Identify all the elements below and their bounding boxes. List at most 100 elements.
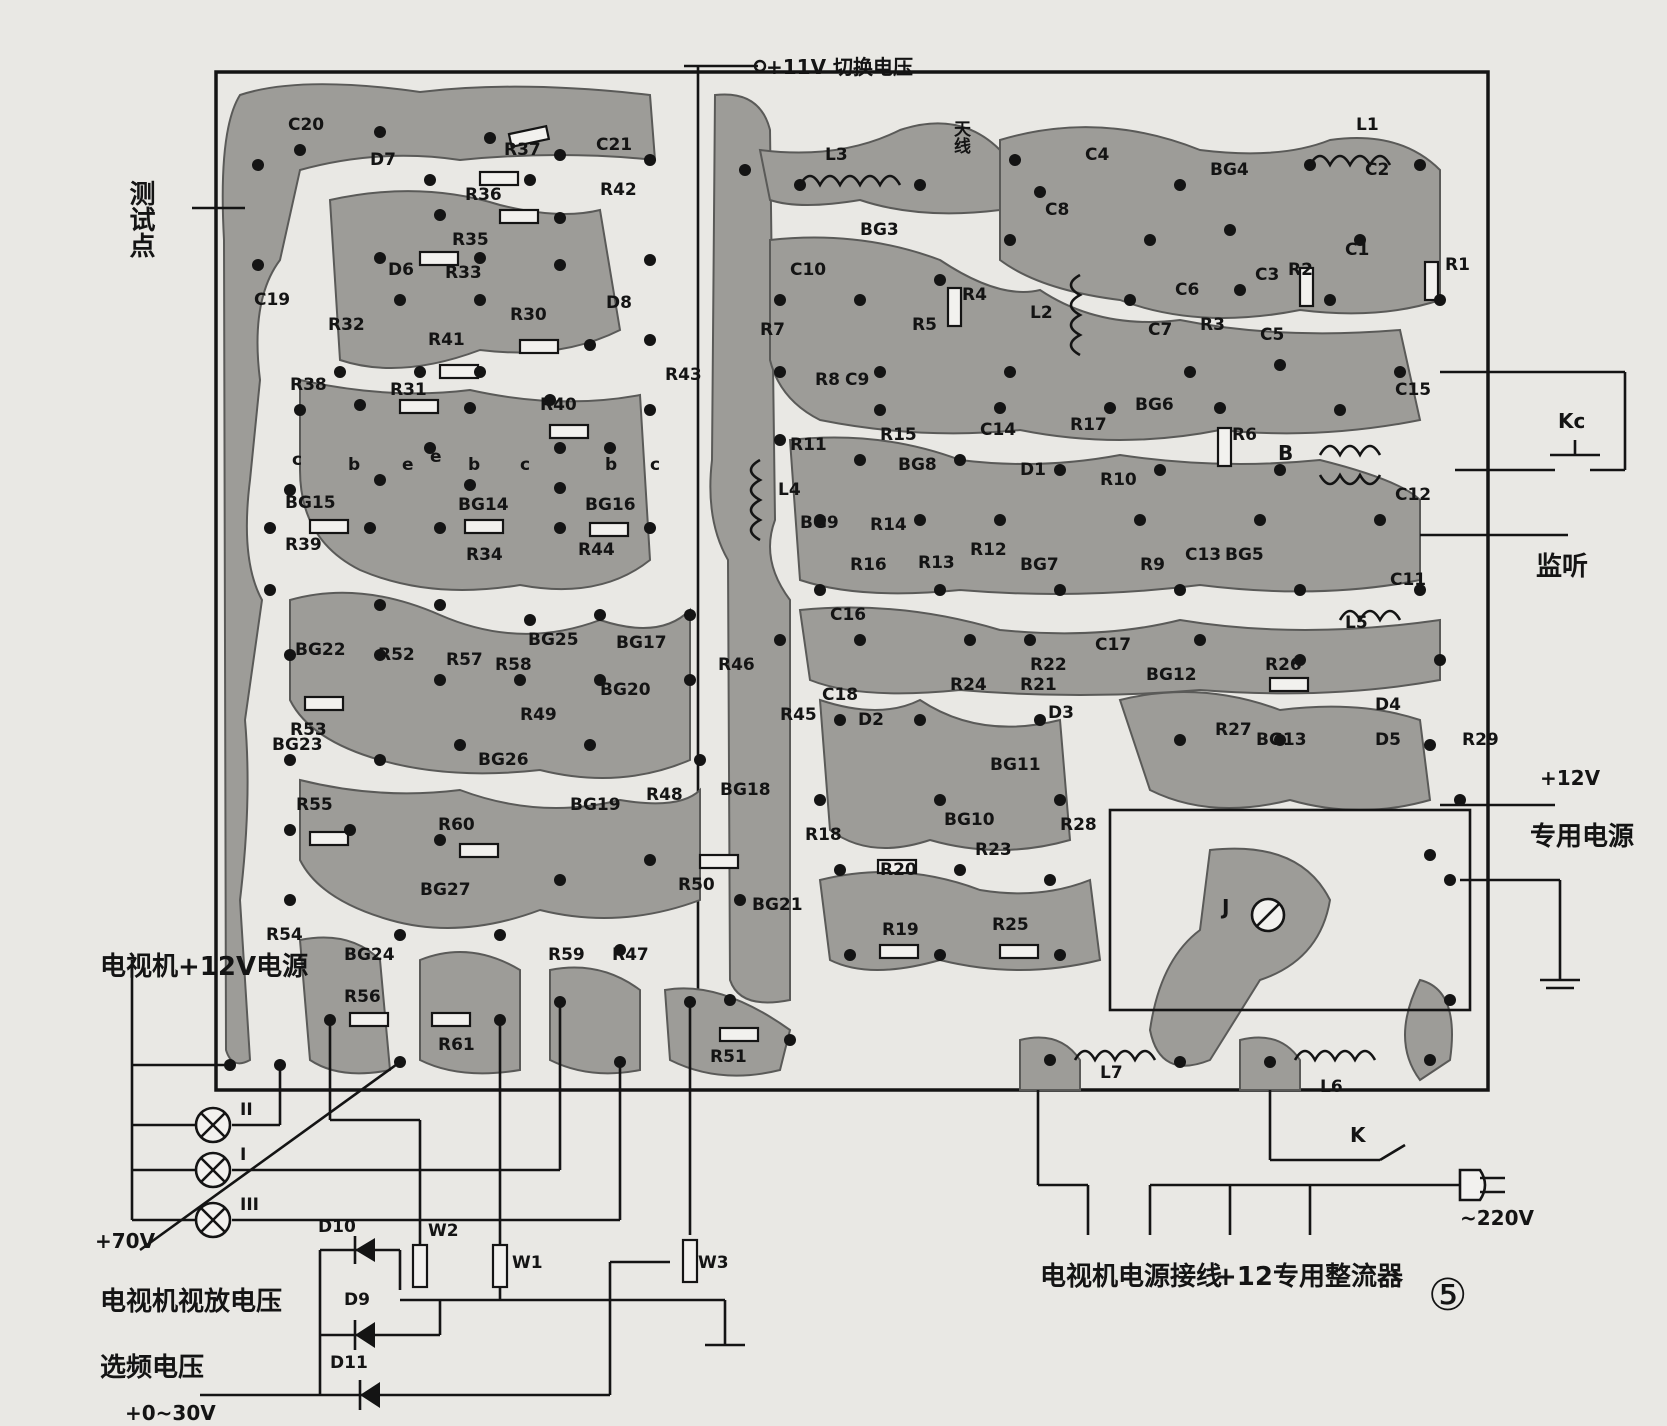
designator-r57: R57 <box>446 650 483 670</box>
designator-r47: R47 <box>612 945 649 965</box>
left-copper <box>221 83 792 1077</box>
designator-r15: R15 <box>880 425 917 445</box>
designator-r58: R58 <box>495 655 532 675</box>
designator-c11: C11 <box>1390 570 1426 590</box>
designator-r5: R5 <box>912 315 937 335</box>
designator-r59: R59 <box>548 945 585 965</box>
designator-r39: R39 <box>285 535 322 555</box>
designator-bg23: BG23 <box>272 735 323 755</box>
designator-d8: D8 <box>606 293 632 313</box>
designator-c9: C9 <box>845 370 869 390</box>
bottom-diodes <box>353 1236 380 1410</box>
board-outline <box>214 70 1490 1092</box>
inductor-coils <box>749 154 1402 1063</box>
switch-voltage-terminal <box>753 59 767 73</box>
switch-k-label: K <box>1350 1123 1367 1147</box>
component-labels: R1R2R3R4R5R6R7R8R9R10R11R12R13R14R15R16R… <box>254 115 1499 1373</box>
designator-c7: C7 <box>1148 320 1172 340</box>
designator-r42: R42 <box>600 180 637 200</box>
designator-r21: R21 <box>1020 675 1057 695</box>
figure-number: ⑤ <box>1428 1270 1467 1321</box>
designator-r6: R6 <box>1232 425 1257 445</box>
designator-d4: D4 <box>1375 695 1401 715</box>
designator-bg27: BG27 <box>420 880 471 900</box>
resistor-bodies <box>303 124 1440 1043</box>
plus70v-label: +70V <box>95 1229 156 1253</box>
indicator-lamps <box>194 1106 232 1239</box>
tv-power-wiring-label: 电视机电源接线 <box>1040 1262 1222 1292</box>
designator-d7: D7 <box>370 150 396 170</box>
designator-c8: C8 <box>1045 200 1069 220</box>
designator-bg17: BG17 <box>616 633 667 653</box>
designator-r43: R43 <box>665 365 702 385</box>
designator-r18: R18 <box>805 825 842 845</box>
designator-r12: R12 <box>970 540 1007 560</box>
designator-bg22: BG22 <box>295 640 346 660</box>
designator-r1: R1 <box>1445 255 1470 275</box>
designator-r40: R40 <box>540 395 577 415</box>
designator-c12: C12 <box>1395 485 1431 505</box>
designator-r50: R50 <box>678 875 715 895</box>
mains-plug <box>1458 1168 1505 1202</box>
pin-label: e <box>402 455 414 475</box>
designator-c16: C16 <box>830 605 866 625</box>
designator-c21: C21 <box>596 135 632 155</box>
designator-bg10: BG10 <box>944 810 995 830</box>
designator-r13: R13 <box>918 553 955 573</box>
external-wiring <box>130 59 1627 1397</box>
designator-bg13: BG13 <box>1256 730 1307 750</box>
designator-r4: R4 <box>962 285 987 305</box>
band-select-label: 选频电压 <box>100 1353 204 1383</box>
designator-r14: R14 <box>870 515 907 535</box>
designator-r45: R45 <box>780 705 817 725</box>
designator-c5: C5 <box>1260 325 1284 345</box>
designator-r26: R26 <box>1265 655 1302 675</box>
designator-c17: C17 <box>1095 635 1131 655</box>
designator-r52: R52 <box>378 645 415 665</box>
designator-r11: R11 <box>790 435 827 455</box>
designator-r37: R37 <box>504 140 541 160</box>
designator-r16: R16 <box>850 555 887 575</box>
designator-bg9: BG9 <box>800 513 839 533</box>
designator-r17: R17 <box>1070 415 1107 435</box>
designator-bg18: BG18 <box>720 780 771 800</box>
designator-bg6: BG6 <box>1135 395 1174 415</box>
designator-r53: R53 <box>290 720 327 740</box>
designator-r54: R54 <box>266 925 303 945</box>
designator-d10: D10 <box>318 1217 356 1237</box>
designator-l4: L4 <box>778 480 801 500</box>
designator-r51: R51 <box>710 1047 747 1067</box>
designator-c6: C6 <box>1175 280 1199 300</box>
designator-r19: R19 <box>882 920 919 940</box>
designator-w3: W3 <box>698 1253 729 1273</box>
designator-r41: R41 <box>428 330 465 350</box>
pin-label: c <box>292 450 302 470</box>
designator-r44: R44 <box>578 540 615 560</box>
designator-bg19: BG19 <box>570 795 621 815</box>
lamp-label: III <box>240 1195 259 1215</box>
designator-r9: R9 <box>1140 555 1165 575</box>
designator-bg26: BG26 <box>478 750 529 770</box>
designator-d6: D6 <box>388 260 414 280</box>
designator-r38: R38 <box>290 375 327 395</box>
designator-r55: R55 <box>296 795 333 815</box>
designator-bg5: BG5 <box>1225 545 1264 565</box>
designator-c15: C15 <box>1395 380 1431 400</box>
designator-r23: R23 <box>975 840 1012 860</box>
designator-c14: C14 <box>980 420 1016 440</box>
designator-d5: D5 <box>1375 730 1401 750</box>
designator-r46: R46 <box>718 655 755 675</box>
band-range-label: +0~30V <box>125 1401 216 1425</box>
pin-label: c <box>520 455 530 475</box>
designator-r56: R56 <box>344 987 381 1007</box>
lamp-label: I <box>240 1145 246 1165</box>
designator-l1: L1 <box>1356 115 1379 135</box>
pin-label: b <box>605 455 617 475</box>
pin-label: c <box>650 455 660 475</box>
designator-c10: C10 <box>790 260 826 280</box>
designator-l3: L3 <box>825 145 848 165</box>
designator-d2: D2 <box>858 710 884 730</box>
designator-bg20: BG20 <box>600 680 651 700</box>
designator-c2: C2 <box>1365 160 1389 180</box>
